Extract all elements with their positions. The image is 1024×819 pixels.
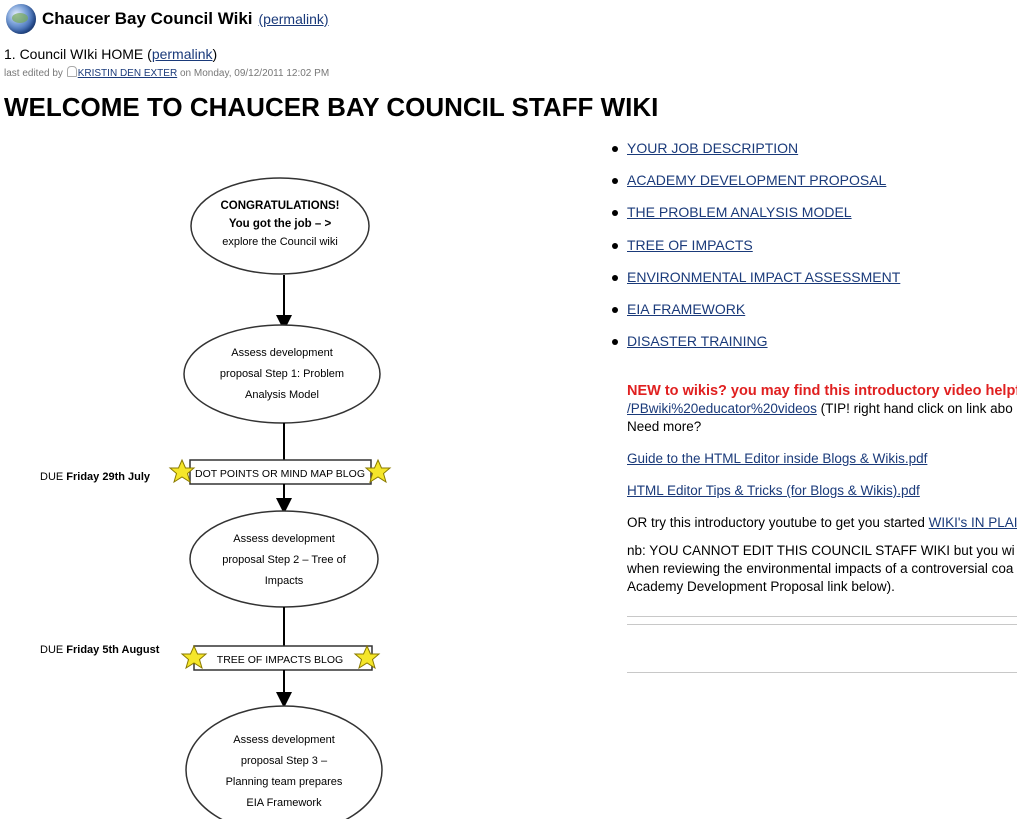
list-item: TREE OF IMPACTS: [610, 237, 900, 269]
user-icon: [66, 66, 77, 77]
youtube-link[interactable]: WIKI's IN PLAI: [928, 515, 1017, 530]
node2-line1: Assess development: [231, 347, 333, 359]
link-job-description[interactable]: YOUR JOB DESCRIPTION: [627, 140, 799, 156]
banner1-text: DOT POINTS OR MIND MAP BLOG: [195, 468, 365, 480]
editor-user-link[interactable]: KRISTIN DEN EXTER: [77, 68, 178, 79]
due-date-1: DUE Friday 29th July: [40, 471, 151, 483]
nb-line-1: nb: YOU CANNOT EDIT THIS COUNCIL STAFF W…: [627, 543, 1015, 558]
banner2-text: TREE OF IMPACTS BLOG: [217, 654, 343, 666]
node2-line3: Analysis Model: [245, 389, 319, 401]
link-tree-of-impacts[interactable]: TREE OF IMPACTS: [627, 236, 753, 253]
breadcrumb: 1. Council WIki HOME (permalink): [4, 46, 218, 62]
nb-line-2: when reviewing the environmental impacts…: [627, 561, 1014, 576]
site-title: Chaucer Bay Council Wiki: [42, 9, 253, 28]
last-edited-info: last edited by KRISTIN DEN EXTER on Mond…: [4, 66, 330, 79]
list-item: ACADEMY DEVELOPMENT PROPOSAL: [610, 172, 900, 204]
nb-line-3: Academy Development Proposal link below)…: [627, 579, 895, 594]
link-eia-framework[interactable]: EIA FRAMEWORK: [627, 300, 746, 317]
star-icon: [353, 644, 381, 670]
list-item: EIA FRAMEWORK: [610, 301, 900, 333]
flow-node-congratulations: [190, 177, 370, 275]
node4-line3: Planning team prepares: [226, 776, 343, 788]
wiki-header: Chaucer Bay Council Wiki (permalink): [6, 2, 329, 36]
node4-line4: EIA Framework: [246, 797, 322, 809]
flow-node-step1: [183, 324, 381, 424]
video-link[interactable]: /PBwiki%20educator%20videos: [627, 401, 817, 416]
new-to-wikis-heading: NEW to wikis? you may find this introduc…: [627, 383, 1017, 399]
page-crumb-title: 1. Council WIki HOME: [4, 46, 144, 62]
divider: [627, 616, 1017, 617]
divider: [627, 672, 1017, 673]
help-section: NEW to wikis? you may find this introduc…: [627, 383, 1017, 594]
list-item: THE PROBLEM ANALYSIS MODEL: [610, 204, 900, 236]
due-date-2: DUE Friday 5th August: [40, 644, 160, 656]
guide-pdf-link[interactable]: Guide to the HTML Editor inside Blogs & …: [627, 451, 928, 466]
globe-logo-icon: [6, 4, 36, 34]
site-permalink-link[interactable]: (permalink): [258, 11, 329, 27]
topic-link-list: YOUR JOB DESCRIPTION ACADEMY DEVELOPMENT…: [610, 140, 900, 365]
star-icon: [364, 458, 392, 484]
tips-pdf-link[interactable]: HTML Editor Tips & Tricks (for Blogs & W…: [627, 483, 920, 498]
link-disaster-training[interactable]: DISASTER TRAINING: [627, 333, 768, 350]
divider: [627, 624, 1017, 625]
node3-line3: Impacts: [265, 575, 304, 587]
node1-line1: CONGRATULATIONS!: [220, 200, 339, 212]
node3-line2: proposal Step 2 – Tree of: [222, 554, 346, 566]
link-eia[interactable]: ENVIRONMENTAL IMPACT ASSESSMENT: [627, 268, 901, 285]
node1-line3: explore the Council wiki: [222, 236, 338, 248]
page-title: WELCOME TO CHAUCER BAY COUNCIL STAFF WIK…: [4, 92, 659, 122]
list-item: ENVIRONMENTAL IMPACT ASSESSMENT: [610, 269, 900, 301]
workflow-flowchart: CONGRATULATIONS! You got the job – > exp…: [40, 177, 392, 819]
node2-line2: proposal Step 1: Problem: [220, 368, 344, 380]
link-academy-proposal[interactable]: ACADEMY DEVELOPMENT PROPOSAL: [627, 172, 887, 189]
node4-line2: proposal Step 3 –: [241, 755, 328, 767]
node1-line2: You got the job – >: [229, 218, 332, 230]
node4-line1: Assess development: [233, 734, 335, 746]
list-item: DISASTER TRAINING: [610, 333, 900, 365]
need-more-text: Need more?: [627, 419, 702, 434]
flow-node-step3: [185, 705, 383, 819]
list-item: YOUR JOB DESCRIPTION: [610, 140, 900, 172]
link-problem-analysis[interactable]: THE PROBLEM ANALYSIS MODEL: [627, 204, 852, 221]
page-permalink-link[interactable]: permalink: [151, 46, 213, 62]
star-icon: [168, 458, 196, 484]
node3-line1: Assess development: [233, 533, 335, 545]
star-icon: [180, 644, 208, 670]
